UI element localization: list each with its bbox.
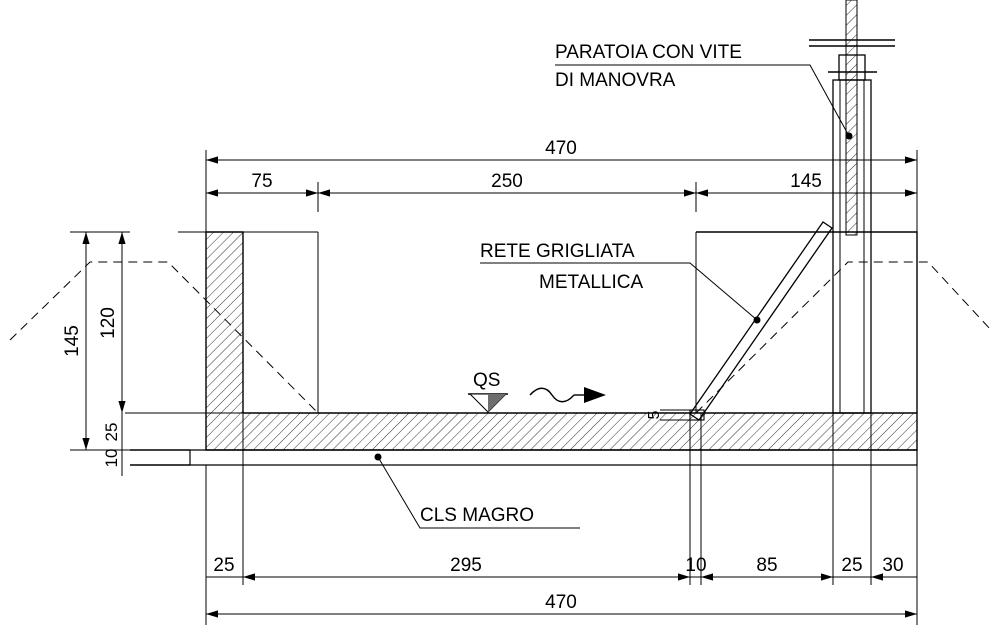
dim-bottom-gate-slot: 25	[841, 555, 862, 576]
dim-top-left: 75	[251, 171, 272, 192]
base-label-text: CLS MAGRO	[420, 505, 534, 526]
grid-label-line1: RETE GRIGLIATA	[480, 241, 635, 262]
base-label: CLS MAGRO	[374, 453, 580, 529]
grid-label: RETE GRIGLIATA METALLICA	[480, 241, 758, 321]
flow-indicator: QS	[468, 370, 606, 413]
dim-bottom-channel: 295	[450, 555, 482, 576]
bottom-dimensions: 25 295 10 85 25 30 470	[205, 413, 918, 625]
dim-top-total: 470	[545, 138, 577, 159]
dim-step: 5	[646, 409, 690, 421]
dim-left-base: 10	[102, 449, 121, 468]
dim-bottom-wall: 25	[213, 555, 234, 576]
dim-bottom-mid: 85	[756, 555, 777, 576]
gate-label-line2: DI MANOVRA	[555, 70, 676, 91]
dim-step-label: 5	[646, 410, 663, 419]
gate-label: PARATOIA CON VITE DI MANOVRA	[555, 42, 850, 137]
dim-left-total: 145	[62, 325, 83, 357]
dim-left-slab: 25	[102, 423, 121, 442]
terrain-profile	[9, 261, 991, 414]
lean-concrete-base	[189, 449, 918, 466]
dim-top-middle: 250	[491, 171, 523, 192]
right-wall	[696, 231, 918, 413]
concrete-structure	[125, 231, 918, 466]
metal-grid-screen	[689, 221, 833, 421]
dim-left-upper: 120	[98, 307, 119, 339]
flow-label: QS	[473, 370, 500, 391]
dim-bottom-grid-gap: 10	[685, 555, 706, 576]
dim-bottom-end: 30	[882, 555, 903, 576]
grid-label-line2: METALLICA	[539, 272, 644, 293]
gate-label-line1: PARATOIA CON VITE	[555, 42, 742, 63]
left-wall-and-slab	[205, 231, 918, 451]
left-dimensions: 145 120 25 10	[62, 231, 130, 476]
sluice-gate	[809, 0, 895, 414]
flow-wave-arrow-icon	[529, 387, 606, 403]
dim-bottom-total: 470	[545, 592, 577, 613]
dim-top-right: 145	[790, 171, 822, 192]
top-dimensions: 470 75 250 145	[205, 138, 918, 232]
